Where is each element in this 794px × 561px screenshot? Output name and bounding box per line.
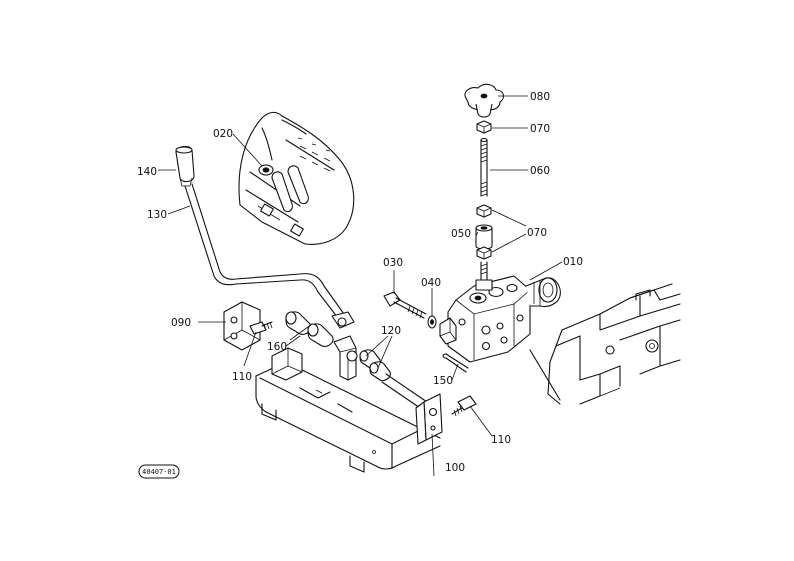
nut-070-top: [476, 120, 492, 134]
stem-lower: [475, 261, 493, 291]
bolt-110-left: [249, 321, 273, 335]
lever-rod-130: [184, 183, 355, 329]
bolt-110-right: [451, 395, 477, 417]
transmission-casing: [529, 283, 681, 405]
callout-100: 100: [445, 462, 465, 474]
frame-beam: [255, 347, 441, 473]
drawing-code-stamp: 40407-01: [138, 464, 180, 479]
fender-panel: [238, 111, 355, 245]
bracket-090: [223, 301, 261, 351]
pins-120: [359, 349, 391, 382]
callout-120: 120: [381, 325, 401, 337]
bolt-030: [383, 291, 427, 319]
callout-030: 030: [383, 257, 403, 269]
adjuster-knob-080: [464, 83, 505, 118]
washer-040: [427, 315, 437, 329]
callout-050: 050: [451, 228, 471, 240]
lever-knob-140: [175, 145, 195, 187]
callout-110-left: 110: [232, 371, 252, 383]
control-valve-010: [439, 275, 561, 363]
callout-090: 090: [171, 317, 191, 329]
callout-070-top: 070: [530, 123, 550, 135]
callout-labels: 020 140 130 090 110 160 120 100 110 150 …: [137, 91, 583, 474]
callout-130: 130: [147, 209, 167, 221]
callout-020: 020: [213, 128, 233, 140]
nut-070-low: [476, 246, 492, 260]
bushings-160: [285, 311, 334, 347]
callout-140: 140: [137, 166, 157, 178]
callout-110-right: 110: [491, 434, 511, 446]
bracket-100: [415, 393, 443, 445]
callout-070-lower: 070: [527, 227, 547, 239]
leader-lines: [158, 95, 563, 477]
spacer-050: [475, 224, 493, 250]
callout-060: 060: [530, 165, 550, 177]
nut-070-mid: [476, 204, 492, 218]
lever-guide-020: [258, 164, 274, 176]
callout-040: 040: [421, 277, 441, 289]
callout-010: 010: [563, 256, 583, 268]
stem-060: [480, 137, 488, 197]
callout-150: 150: [433, 375, 453, 387]
drawing-code: 40407-01: [142, 468, 176, 476]
callout-080: 080: [530, 91, 550, 103]
cotter-pin-150: [442, 353, 469, 373]
callout-160: 160: [267, 341, 287, 353]
clevis: [333, 335, 358, 381]
